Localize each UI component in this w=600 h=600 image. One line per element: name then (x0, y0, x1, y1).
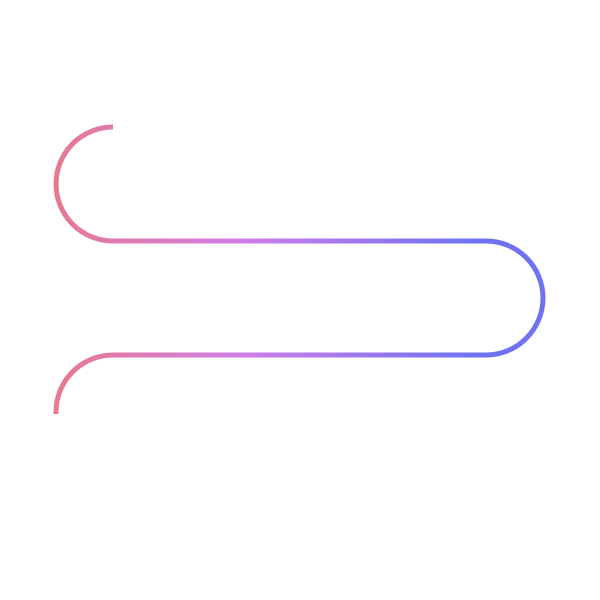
lower-curve-segment (53, 352, 486, 414)
upper-curve-segment (53, 124, 546, 358)
